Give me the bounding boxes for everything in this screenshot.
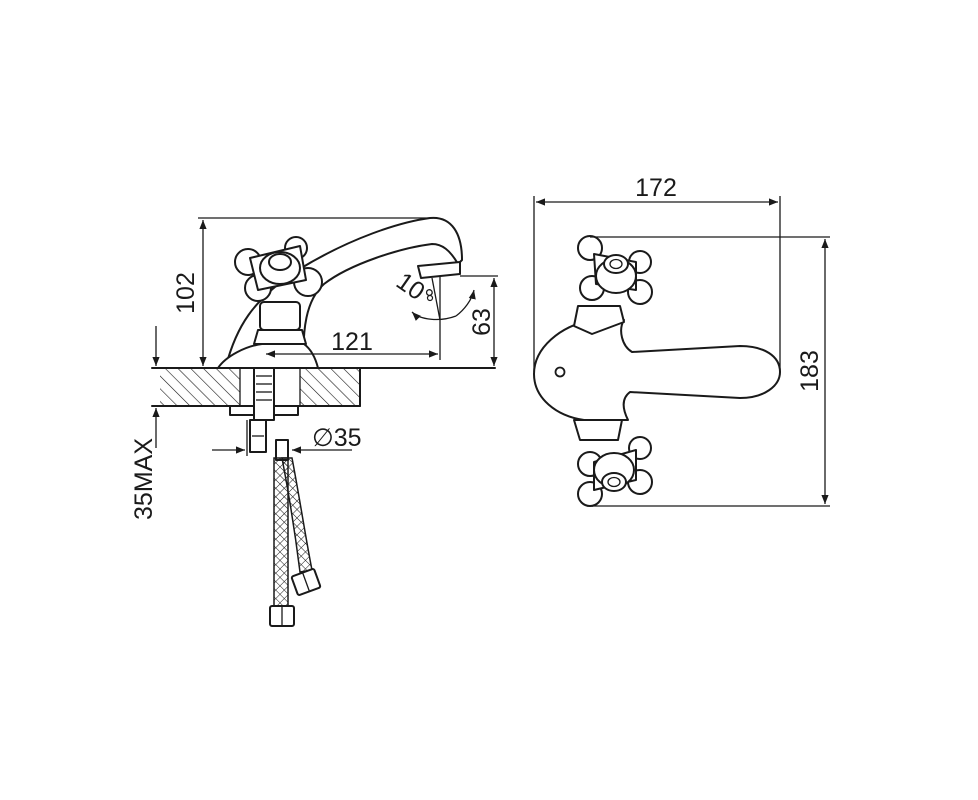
countertop-section xyxy=(151,367,496,407)
dimension-label-35max: 35MAX xyxy=(130,438,158,520)
dimension-deck-35max: 35MAX xyxy=(130,326,160,520)
dimension-width-172: 172 xyxy=(533,174,781,372)
spout-angle-mark xyxy=(411,277,476,321)
dimension-label-183: 183 xyxy=(796,350,824,392)
dimension-label-172: 172 xyxy=(635,174,677,202)
top-view: 172 183 xyxy=(533,174,830,507)
dimension-label-63: 63 xyxy=(468,308,496,336)
dimension-reach-121: 121 xyxy=(266,276,441,360)
side-view: 102 121 63 10° ∅35 35MAX xyxy=(130,216,498,627)
faucet-top-body xyxy=(533,305,781,441)
cross-handle-side xyxy=(234,236,323,302)
dimension-spout-63: 63 xyxy=(460,275,498,366)
flexible-hoses xyxy=(269,457,322,627)
mounting-hardware xyxy=(229,367,299,461)
cross-handle-top-upper xyxy=(577,235,653,305)
dimension-hole-35: ∅35 xyxy=(212,420,362,456)
dimension-depth-183: 183 xyxy=(590,236,830,507)
cross-handle-top-lower xyxy=(577,436,653,507)
dimension-label-diameter: ∅35 xyxy=(312,424,362,452)
dimension-label-102: 102 xyxy=(172,272,200,314)
dimension-label-121: 121 xyxy=(331,328,373,356)
dimension-height-102: 102 xyxy=(172,217,430,369)
